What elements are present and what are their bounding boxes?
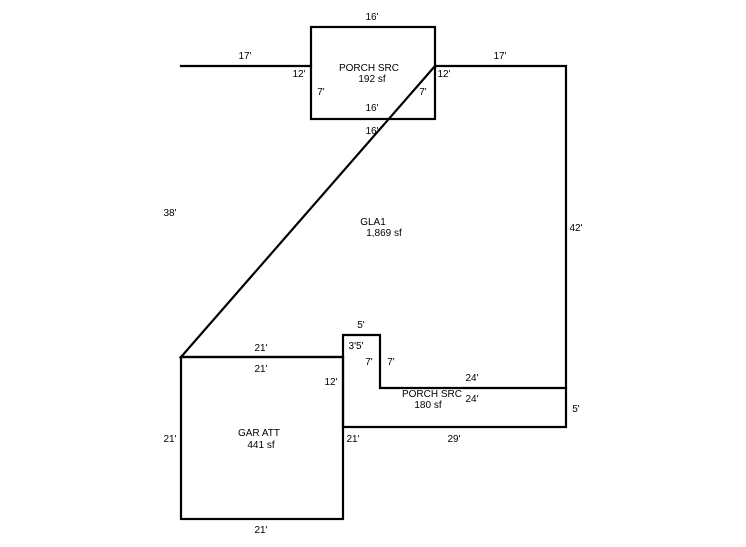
dim-porch-top-left-7: 7' — [317, 87, 325, 98]
dim-garage-right-inner-21: 21' — [346, 434, 359, 445]
dim-notch-top-5: 5' — [357, 320, 365, 331]
porch-bottom-size: 180 sf — [414, 400, 441, 411]
dim-garage-top-outer-21: 21' — [254, 343, 267, 354]
dim-porch-bottom-inner-24: 24' — [465, 394, 478, 405]
dim-left-38: 38' — [163, 208, 176, 219]
porch-top-name: PORCH SRC — [339, 63, 399, 74]
dim-porch-top-top: 16' — [365, 12, 378, 23]
dim-porch-bottom-top-24: 24' — [465, 373, 478, 384]
dim-right-42: 42' — [569, 223, 582, 234]
dim-garage-right-12: 12' — [324, 377, 337, 388]
dim-top-right-17: 17' — [493, 51, 506, 62]
dim-porch-bottom-right-5: 5' — [572, 404, 580, 415]
dim-garage-bottom-21: 21' — [254, 525, 267, 536]
dim-notch-right-7: 7' — [387, 357, 395, 368]
gla-name: GLA1 — [360, 217, 386, 228]
porch-top-outline — [309, 25, 437, 121]
dim-garage-top-inner-21: 21' — [254, 364, 267, 375]
dim-porch-top-left-12: 12' — [292, 69, 305, 80]
gla-size: 1,869 sf — [366, 228, 402, 239]
dim-top-left-17: 17' — [238, 51, 251, 62]
dim-porch-top-outer-bottom: 16' — [365, 126, 378, 137]
porch-bottom-name: PORCH SRC — [402, 389, 462, 400]
dim-porch-top-inner-bottom: 16' — [365, 103, 378, 114]
dim-porch-top-right-12: 12' — [437, 69, 450, 80]
dim-notch-3-5: 3'5' — [349, 341, 364, 352]
garage-size: 441 sf — [247, 440, 274, 451]
dim-notch-left-7: 7' — [365, 357, 373, 368]
garage-name: GAR ATT — [238, 428, 280, 439]
porch-top-size: 192 sf — [358, 74, 385, 85]
dim-porch-bottom-bottom-29: 29' — [447, 434, 460, 445]
dim-porch-top-right-7: 7' — [419, 87, 427, 98]
dim-garage-left-21: 21' — [163, 434, 176, 445]
garage-outline — [179, 355, 345, 521]
